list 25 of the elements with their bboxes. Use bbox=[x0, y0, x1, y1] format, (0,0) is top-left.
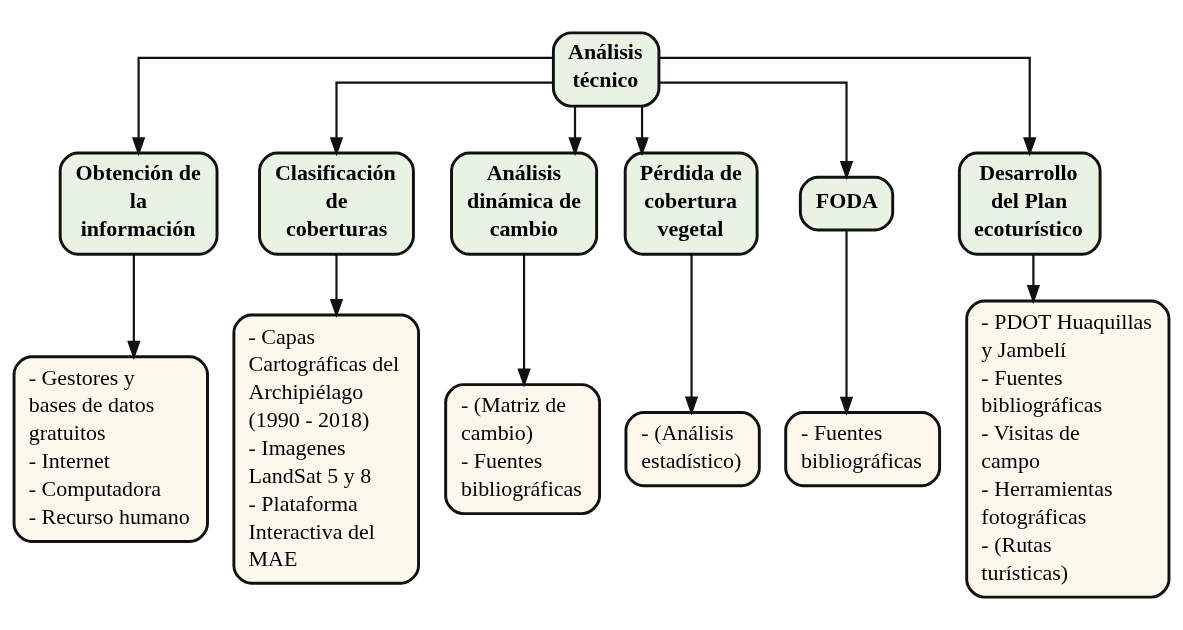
arrow bbox=[684, 254, 699, 416]
arrow bbox=[839, 230, 854, 416]
arrow bbox=[635, 106, 649, 157]
node-box: - (Análisis estadístico) bbox=[624, 411, 761, 488]
node-box: - Gestores y bases de datos gratuitos - Internet - Computadora - Recurso humano bbox=[12, 355, 209, 543]
arrow bbox=[568, 106, 582, 157]
arrow bbox=[1026, 254, 1041, 304]
node-box: - PDOT Huaquillas y Jambelí - Fuentes bibliográficas - Visitas de campo - Herramientas fotográficas - (Rutas turísticas) bbox=[965, 299, 1171, 599]
arrow bbox=[329, 81, 553, 157]
arrow bbox=[517, 254, 531, 388]
node-box: FODA bbox=[798, 175, 895, 232]
node-box: Análisis técnico bbox=[551, 31, 661, 108]
node-box: - (Matriz de cambio) - Fuentes bibliográficas bbox=[444, 383, 602, 516]
node-box: Desarrollo del Plan ecoturístico bbox=[957, 151, 1102, 256]
node-box: Pérdida de cobertura vegetal bbox=[623, 151, 759, 256]
arrow bbox=[329, 254, 344, 319]
node-box: - Capas Cartográficas del Archipiélago (1990 - 2018) - Imagenes LandSat 5 y 8 - Plataforma Interactiva del MAE bbox=[232, 313, 420, 585]
node-box: Obtención de la información bbox=[58, 151, 219, 256]
node-box: - Fuentes bibliográficas bbox=[784, 411, 942, 488]
arrow bbox=[658, 56, 1037, 157]
arrow bbox=[127, 254, 141, 360]
node-box: Clasificación de coberturas bbox=[258, 151, 415, 256]
node-box: Análisis dinámica de cambio bbox=[450, 151, 599, 256]
arrow bbox=[659, 81, 854, 181]
arrow bbox=[131, 56, 553, 157]
